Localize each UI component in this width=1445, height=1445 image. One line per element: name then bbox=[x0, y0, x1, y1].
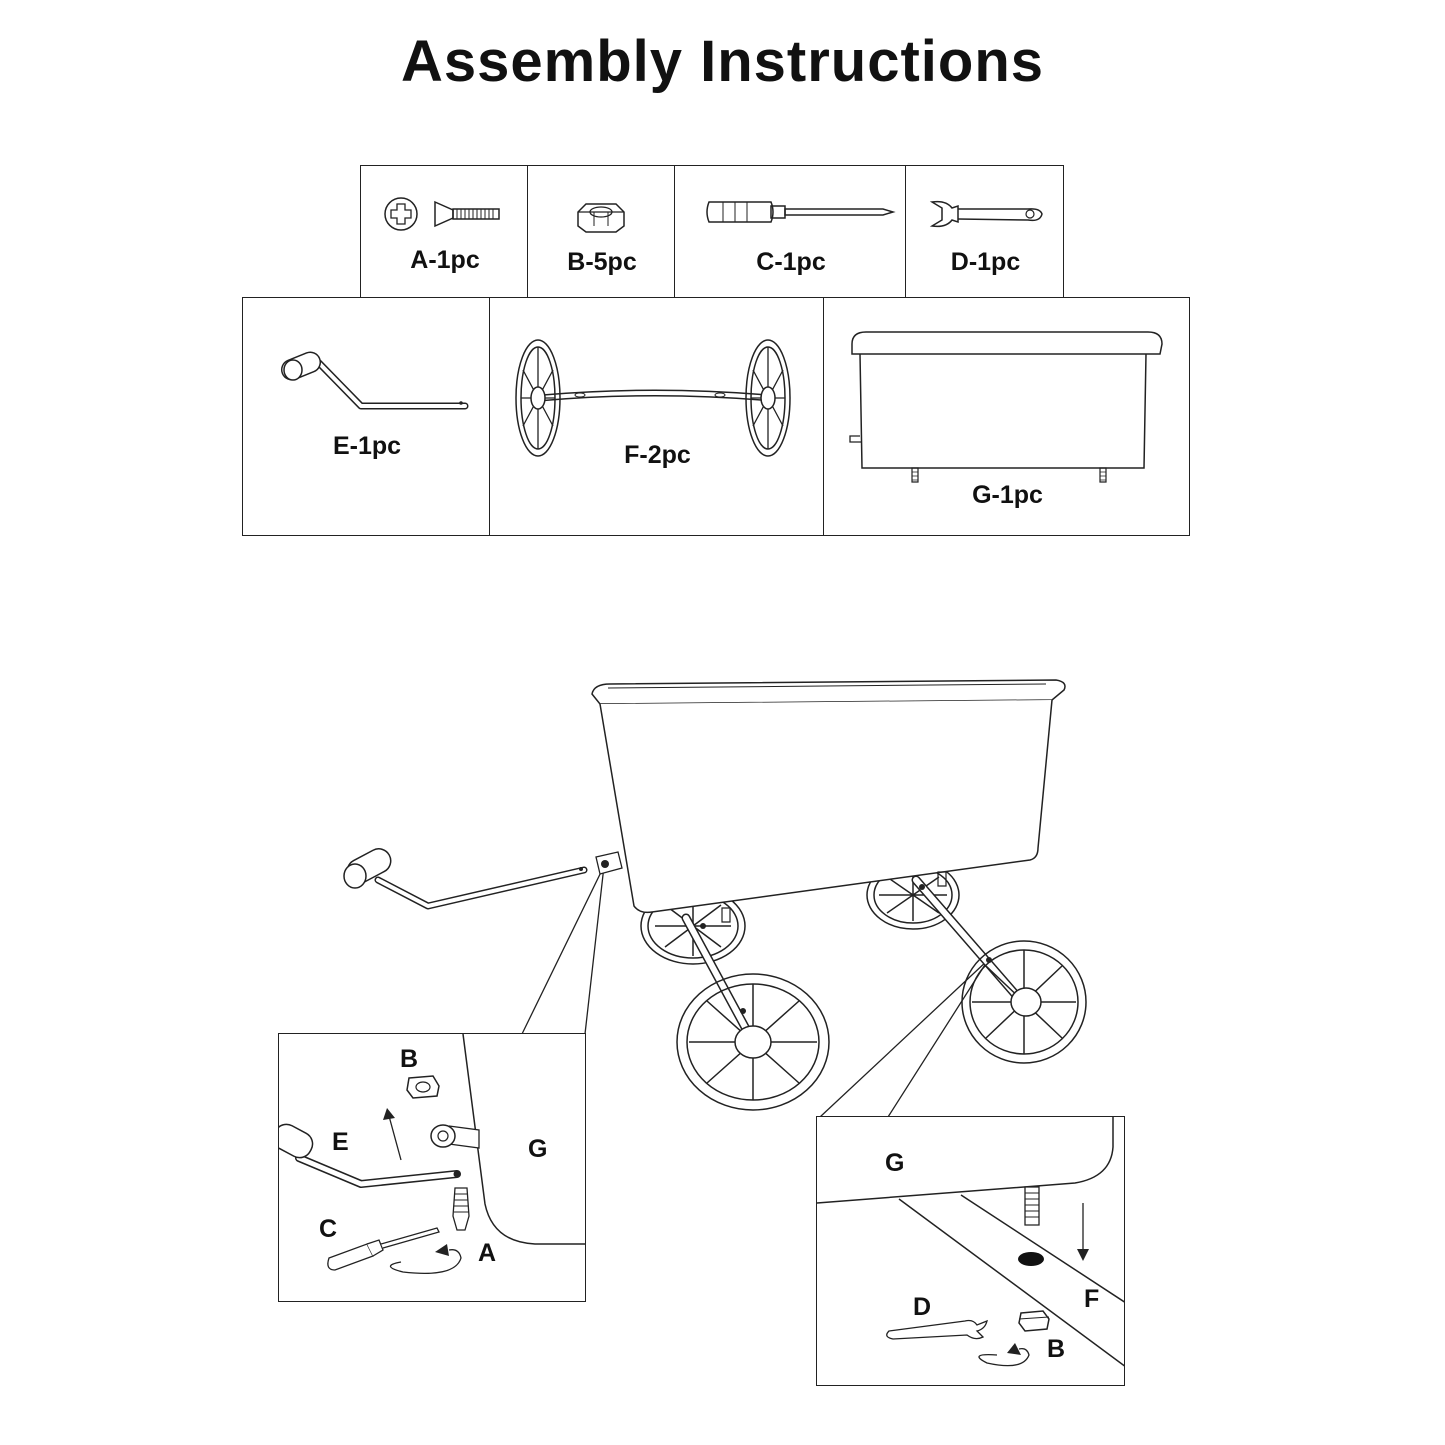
detail-left-label-g: G bbox=[528, 1135, 548, 1163]
detail-right-label-f: F bbox=[1084, 1285, 1100, 1313]
part-label-d: D-1pc bbox=[950, 248, 1021, 276]
detail-right-label-d: D bbox=[913, 1293, 932, 1321]
tub-icon bbox=[824, 298, 1191, 537]
part-cell-e: E-1pc bbox=[242, 297, 490, 536]
wheel-axle-icon bbox=[490, 298, 825, 537]
part-cell-d: D-1pc bbox=[905, 165, 1064, 298]
screw-icon bbox=[361, 166, 529, 299]
detail-box-handle: B E G C A bbox=[278, 1033, 586, 1302]
part-label-a: A-1pc bbox=[410, 246, 480, 274]
page-title: Assembly Instructions bbox=[400, 29, 1045, 94]
detail-right-label-g: G bbox=[885, 1149, 905, 1177]
detail-left-label-a: A bbox=[478, 1239, 497, 1267]
part-label-b: B-5pc bbox=[567, 248, 637, 276]
part-label-c: C-1pc bbox=[756, 248, 826, 276]
part-cell-c: C-1pc bbox=[674, 165, 906, 298]
part-cell-f: F-2pc bbox=[489, 297, 824, 536]
part-cell-g: G-1pc bbox=[823, 297, 1190, 536]
screwdriver-icon bbox=[675, 166, 907, 299]
wrench-icon bbox=[906, 166, 1065, 299]
part-label-e: E-1pc bbox=[332, 432, 402, 460]
part-cell-a: A-1pc bbox=[360, 165, 528, 298]
detail-left-label-e: E bbox=[332, 1128, 349, 1156]
part-label-f: F-2pc bbox=[624, 441, 691, 469]
handle-icon bbox=[243, 298, 491, 537]
detail-handle-drawing bbox=[279, 1034, 586, 1302]
nut-icon bbox=[528, 166, 676, 299]
detail-axle-drawing bbox=[817, 1117, 1125, 1386]
detail-box-axle: G F D B bbox=[816, 1116, 1125, 1386]
detail-left-label-b: B bbox=[400, 1045, 419, 1073]
detail-left-label-c: C bbox=[319, 1215, 338, 1243]
detail-right-label-b: B bbox=[1047, 1335, 1066, 1363]
part-label-g: G-1pc bbox=[972, 481, 1043, 509]
